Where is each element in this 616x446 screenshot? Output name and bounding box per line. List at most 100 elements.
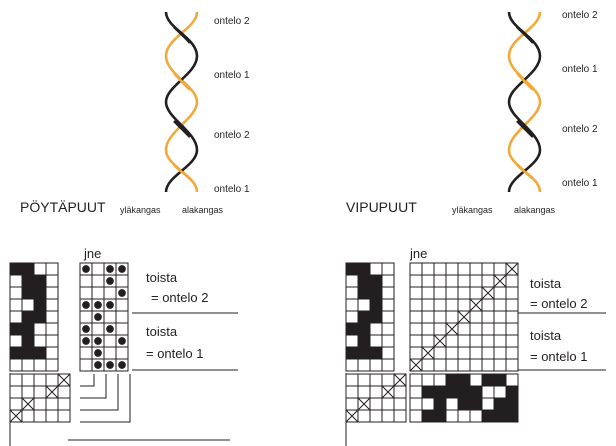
grid-cell (369, 310, 383, 324)
dot-mark (106, 325, 114, 333)
cross-mark (457, 310, 471, 324)
grid-cell (369, 358, 383, 372)
cross-mark (433, 334, 447, 348)
grid-cell (345, 322, 359, 336)
grid-cell (409, 373, 423, 387)
grid-cell (457, 298, 471, 312)
grid-cell (91, 286, 105, 300)
grid-cell (57, 397, 71, 411)
grid-cell (33, 274, 47, 288)
grid-cell (493, 358, 507, 372)
grid-cell (445, 409, 459, 423)
grid-cell (33, 322, 47, 336)
grid-cell (345, 346, 359, 360)
grid-cell (345, 373, 359, 387)
grid-cell (369, 274, 383, 288)
grid-cell (45, 298, 59, 312)
left-threading-connectors (68, 374, 230, 441)
grid-cell (21, 298, 35, 312)
grid-cell (45, 409, 59, 423)
dot-mark (106, 277, 114, 285)
grid-cell (345, 397, 359, 411)
cross-mark (445, 322, 459, 336)
left-repeat-bottom-2: = ontelo 1 (146, 346, 203, 361)
grid-cell (493, 373, 507, 387)
grid-cell (409, 286, 423, 300)
grid-cell (469, 322, 483, 336)
left-twist-label-2: ontelo 1 (214, 70, 250, 81)
grid-cell (409, 262, 423, 276)
dot-mark (82, 325, 90, 333)
left-orange-strand (164, 11, 199, 193)
grid-cell (493, 397, 507, 411)
grid-cell (493, 334, 507, 348)
grid-cell (481, 409, 495, 423)
grid-cell (469, 346, 483, 360)
grid-cell (469, 358, 483, 372)
grid-cell (493, 286, 507, 300)
grid-cell (481, 334, 495, 348)
grid-cell (469, 262, 483, 276)
grid-cell (9, 274, 23, 288)
grid-cell (505, 346, 519, 360)
grid-cell (421, 286, 435, 300)
grid-cell (381, 346, 395, 360)
grid-cell (33, 262, 47, 276)
right-twist-label-2: ontelo 1 (562, 64, 598, 75)
grid-cell (369, 334, 383, 348)
grid-cell (409, 397, 423, 411)
grid-cell (469, 397, 483, 411)
grid-cell (481, 373, 495, 387)
dot-mark (118, 361, 126, 369)
dot-mark (82, 265, 90, 273)
grid-cell (21, 274, 35, 288)
grid-cell (369, 262, 383, 276)
grid-cell (409, 310, 423, 324)
grid-cell (345, 310, 359, 324)
grid-cell (115, 298, 129, 312)
grid-cell (381, 397, 395, 411)
grid-cell (21, 373, 35, 387)
left-shed-lower: alakangas (182, 205, 224, 215)
grid-cell (103, 310, 117, 324)
grid-cell (369, 373, 383, 387)
right-liftplan-grid (409, 262, 519, 372)
grid-cell (21, 409, 35, 423)
grid-cell (369, 286, 383, 300)
grid-cell (445, 373, 459, 387)
right-drafts (345, 262, 519, 423)
grid-cell (9, 358, 23, 372)
grid-cell (493, 322, 507, 336)
grid-cell (369, 397, 383, 411)
right-shed-lower: alakangas (514, 205, 556, 215)
grid-cell (421, 298, 435, 312)
grid-cell (357, 385, 371, 399)
right-repeat-lines (345, 312, 606, 446)
grid-cell (445, 334, 459, 348)
dot-mark (118, 337, 126, 345)
left-twist-label-1: ontelo 2 (214, 16, 250, 27)
grid-cell (433, 286, 447, 300)
grid-cell (469, 334, 483, 348)
left-repeat-top-1: toista (146, 270, 178, 285)
left-title: PÖYTÄPUUT (20, 198, 106, 215)
grid-cell (45, 262, 59, 276)
grid-cell (9, 346, 23, 360)
grid-cell (33, 358, 47, 372)
left-black-strand (164, 11, 199, 193)
grid-cell (493, 346, 507, 360)
grid-cell (481, 358, 495, 372)
grid-cell (493, 262, 507, 276)
grid-cell (9, 322, 23, 336)
grid-cell (409, 298, 423, 312)
grid-cell (457, 286, 471, 300)
grid-cell (457, 262, 471, 276)
grid-cell (357, 358, 371, 372)
grid-cell (357, 274, 371, 288)
right-twist-label-3: ontelo 2 (562, 124, 598, 135)
grid-cell (421, 334, 435, 348)
left-profile-grid (9, 262, 59, 372)
right-repeat-bottom-1: toista (530, 328, 562, 343)
grid-cell (421, 274, 435, 288)
grid-cell (381, 262, 395, 276)
